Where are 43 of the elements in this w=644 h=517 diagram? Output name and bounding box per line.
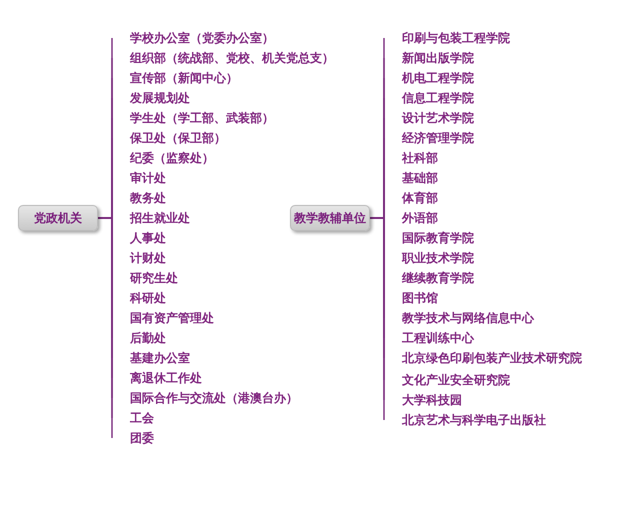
unit-name: 体育部 bbox=[402, 190, 438, 206]
unit-name: 职业技术学院 bbox=[402, 250, 474, 266]
unit-name: 印刷与包装工程学院 bbox=[402, 30, 510, 46]
unit-name: 组织部（统战部、党校、机关党总支） bbox=[130, 50, 334, 66]
unit-name: 社科部 bbox=[402, 150, 438, 166]
unit-name: 基础部 bbox=[402, 170, 438, 186]
unit-name: 外语部 bbox=[402, 210, 438, 226]
unit-name: 工会 bbox=[130, 410, 154, 426]
unit-name: 学生处（学工部、武装部） bbox=[130, 110, 274, 126]
unit-name: 教务处 bbox=[130, 190, 166, 206]
category-box: 党政机关 bbox=[18, 205, 98, 231]
unit-name: 北京艺术与科学电子出版社 bbox=[402, 412, 546, 428]
unit-name: 学校办公室（党委办公室） bbox=[130, 30, 274, 46]
unit-name: 发展规划处 bbox=[130, 90, 190, 106]
unit-name: 继续教育学院 bbox=[402, 270, 474, 286]
unit-name: 教学技术与网络信息中心 bbox=[402, 310, 534, 326]
unit-name: 基建办公室 bbox=[130, 350, 190, 366]
unit-name: 设计艺术学院 bbox=[402, 110, 474, 126]
unit-name: 工程训练中心 bbox=[402, 330, 474, 346]
unit-name: 纪委（监察处） bbox=[130, 150, 214, 166]
unit-name: 后勤处 bbox=[130, 330, 166, 346]
unit-name: 宣传部（新闻中心） bbox=[130, 70, 238, 86]
unit-name: 团委 bbox=[130, 430, 154, 446]
category-box: 教学教辅单位 bbox=[290, 205, 370, 231]
unit-name: 机电工程学院 bbox=[402, 70, 474, 86]
unit-name: 人事处 bbox=[130, 230, 166, 246]
unit-name: 北京绿色印刷包装产业技术研究院 bbox=[402, 350, 582, 366]
unit-name: 招生就业处 bbox=[130, 210, 190, 226]
unit-name: 图书馆 bbox=[402, 290, 438, 306]
unit-name: 大学科技园 bbox=[402, 392, 462, 408]
unit-name: 科研处 bbox=[130, 290, 166, 306]
unit-name: 信息工程学院 bbox=[402, 90, 474, 106]
unit-name: 国有资产管理处 bbox=[130, 310, 214, 326]
unit-name: 计财处 bbox=[130, 250, 166, 266]
unit-name: 国际教育学院 bbox=[402, 230, 474, 246]
unit-name: 审计处 bbox=[130, 170, 166, 186]
unit-name: 经济管理学院 bbox=[402, 130, 474, 146]
unit-name: 国际合作与交流处（港澳台办） bbox=[130, 390, 298, 406]
unit-name: 研究生处 bbox=[130, 270, 178, 286]
unit-name: 离退休工作处 bbox=[130, 370, 202, 386]
unit-name: 新闻出版学院 bbox=[402, 50, 474, 66]
unit-name: 文化产业安全研究院 bbox=[402, 372, 510, 388]
unit-name: 保卫处（保卫部） bbox=[130, 130, 226, 146]
